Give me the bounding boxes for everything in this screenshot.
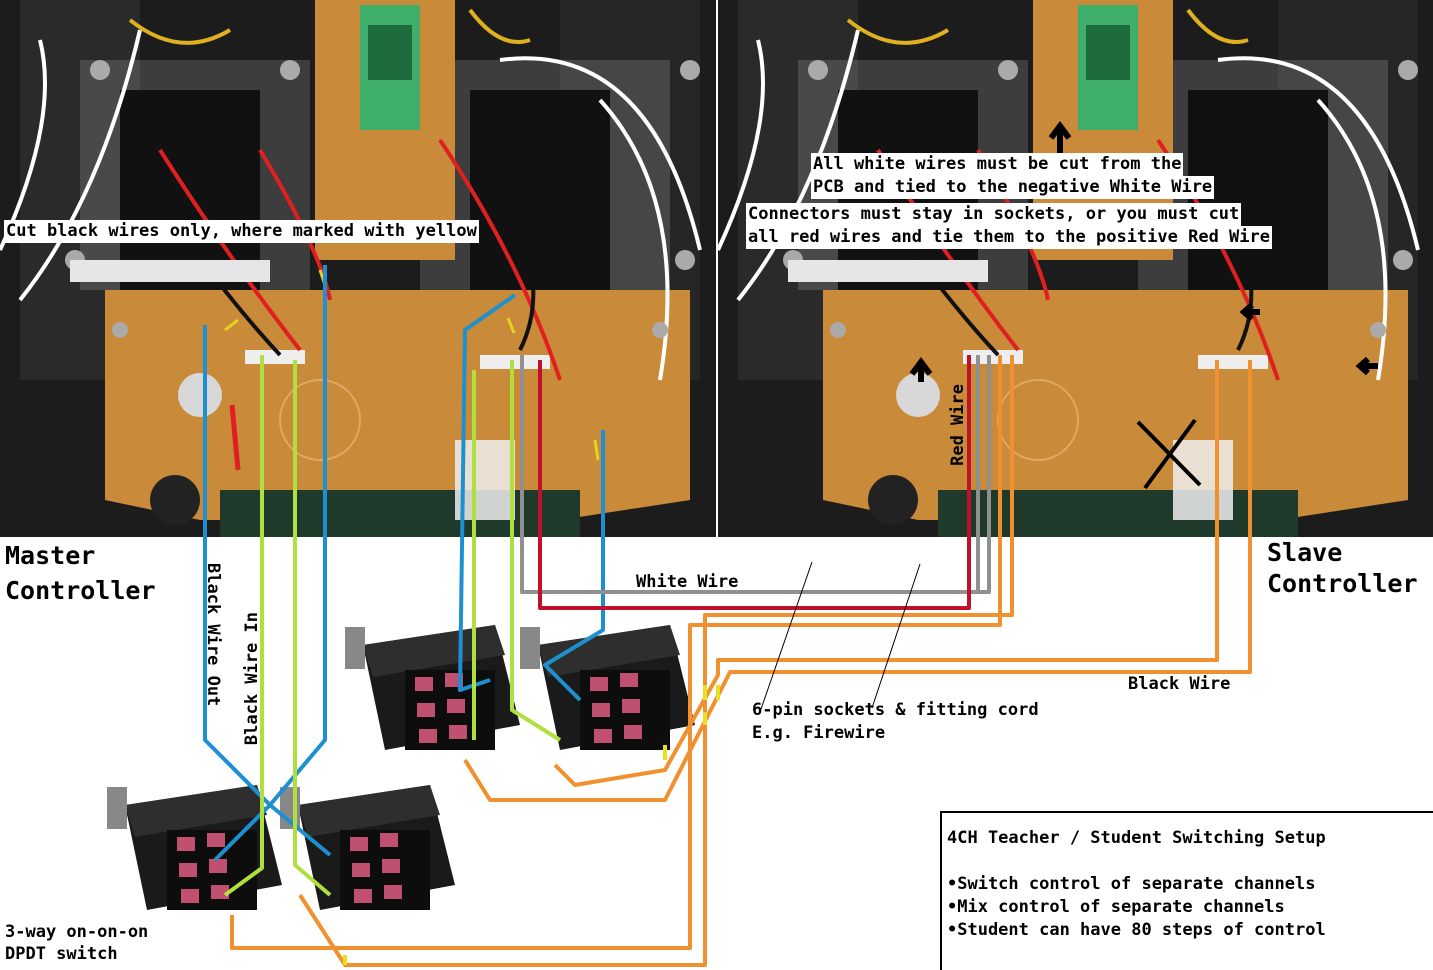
- black-wire-in-label: Black Wire In: [242, 612, 262, 746]
- switch-1: [107, 785, 282, 910]
- slave-label-line2: Controller: [1267, 569, 1418, 598]
- black-wire-out-label: Black Wire Out: [203, 563, 223, 707]
- info-box-spacer: [947, 850, 1433, 873]
- sockets-label-line1: 6-pin sockets & fitting cord: [752, 700, 1039, 720]
- switch-label-line2: DPDT switch: [5, 944, 118, 964]
- switch-2: [280, 785, 455, 910]
- connectors-label-line2: all red wires and tie them to the positi…: [746, 226, 1272, 249]
- white-cut-label-line2: PCB and tied to the negative White Wire: [811, 176, 1215, 199]
- yellow-joint-marks: [343, 685, 720, 965]
- red-wires: [538, 355, 971, 610]
- info-box-bullet: •Switch control of separate channels: [947, 874, 1316, 894]
- sockets-label-line2: E.g. Firewire: [752, 723, 886, 743]
- cross-mark-icon: [1136, 418, 1202, 490]
- grey-wires: [520, 355, 991, 594]
- orange-wires: [230, 355, 1252, 967]
- black-wire-label: Black Wire: [1128, 674, 1231, 694]
- switch-label-line1: 3-way on-on-on: [5, 922, 149, 942]
- green-wires: [223, 355, 562, 897]
- slave-controller-photo: [716, 0, 1433, 539]
- master-label-line2: Controller: [5, 576, 156, 605]
- slave-label-line1: Slave: [1267, 538, 1343, 567]
- info-box-title: 4CH Teacher / Student Switching Setup: [947, 828, 1326, 848]
- switch-3: [345, 625, 520, 750]
- arrow-icons: [909, 121, 1378, 382]
- info-box-bullet: •Student can have 80 steps of control: [947, 920, 1326, 940]
- master-label-line1: Master: [5, 541, 96, 570]
- blue-wires: [203, 265, 605, 862]
- red-mark: [229, 404, 241, 471]
- info-box: 4CH Teacher / Student Switching Setup •S…: [940, 811, 1433, 970]
- connectors-label-line1: Connectors must stay in sockets, or you …: [746, 203, 1242, 226]
- white-cut-label-line1: All white wires must be cut from the: [811, 153, 1184, 176]
- master-controller-photo: [0, 0, 718, 539]
- red-wire-label: Red Wire: [948, 384, 968, 466]
- info-box-bullet: •Mix control of separate channels: [947, 897, 1285, 917]
- callout-lines: [759, 561, 921, 713]
- white-wire-label: White Wire: [636, 572, 739, 592]
- cut-black-label: Cut black wires only, where marked with …: [4, 220, 479, 243]
